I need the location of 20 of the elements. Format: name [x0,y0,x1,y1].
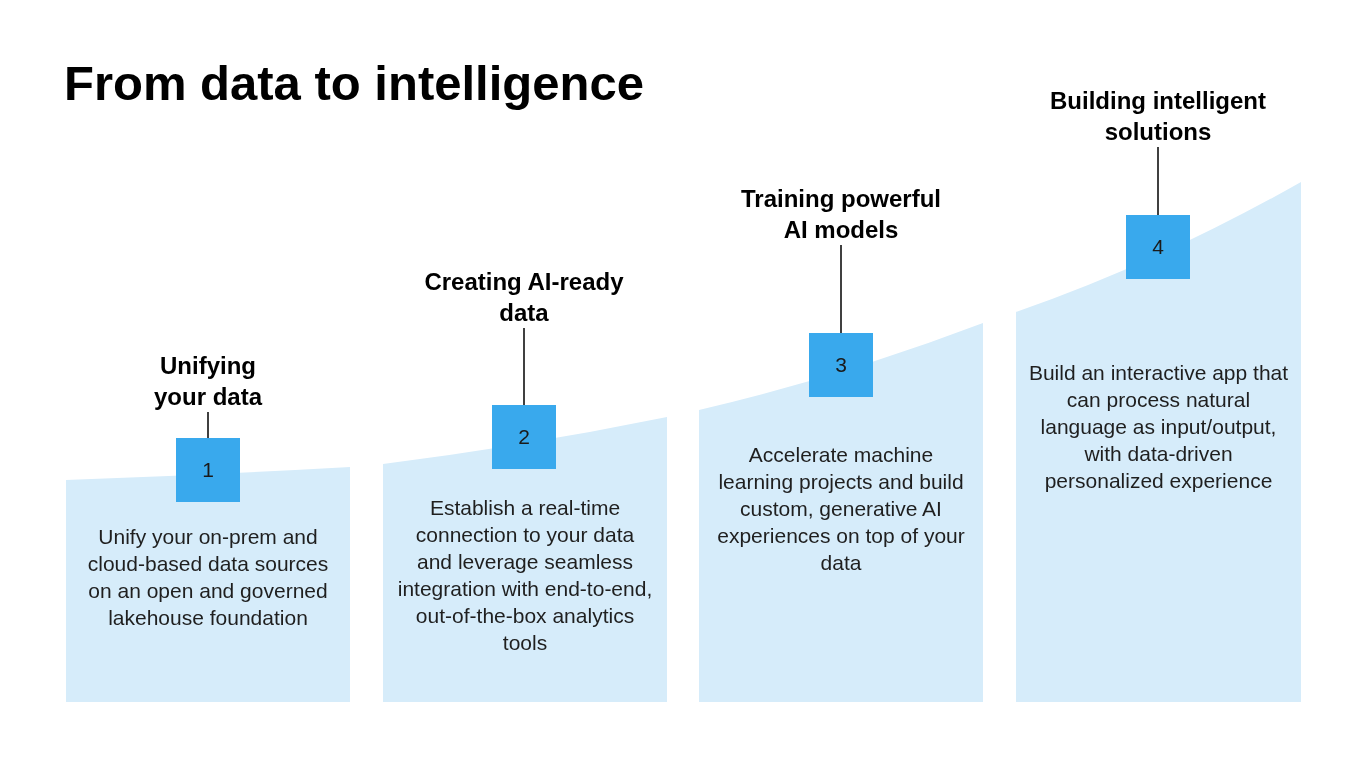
connector-line [840,244,842,334]
connector-line [1157,146,1159,216]
step-description: Establish a real-time connection to your data and leverage seamless integration with end-to-end, out-of-the-box analytics tools [397,495,653,656]
step-number: 2 [492,405,556,469]
step-number: 3 [809,333,873,397]
connector-line [207,411,209,439]
step-heading: Building intelligent solutions [1033,85,1283,147]
step-heading: Creating AI-ready data [418,266,630,328]
step-panel [699,323,983,702]
step-description: Build an interactive app that can process natural language as input/output, with data-driven personalized experience [1028,360,1289,494]
step-number: 4 [1126,215,1190,279]
connector-line [523,327,525,406]
step-panel [383,417,667,702]
step-number: 1 [176,438,240,502]
step-panel [1016,182,1301,702]
step-heading: Training powerful AI models [732,183,950,245]
step-description: Accelerate machine learning projects and build custom, generative AI experiences on top of your data [716,442,966,576]
title: From data to intelligence [64,55,644,111]
step-heading: Unifying your data [138,350,278,412]
step-description: Unify your on-prem and cloud-based data sources on an open and governed lakehouse foundation [86,524,330,631]
